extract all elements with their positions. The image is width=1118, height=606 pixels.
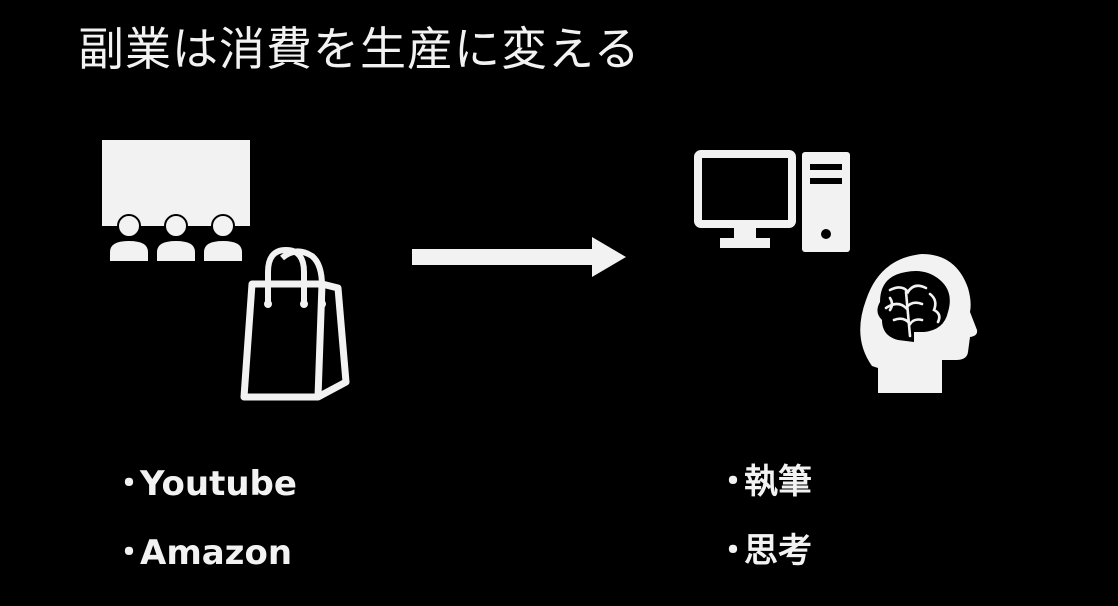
item-label-thinking: 思考 (744, 531, 812, 571)
item-label-youtube: Youtube (140, 464, 297, 504)
right-bullet-list: ・執筆 ・思考 (716, 462, 812, 600)
list-item: ・執筆 (716, 462, 812, 502)
right-arrow-icon (412, 237, 626, 277)
bullet-dot: ・ (716, 462, 750, 502)
bullet-dot: ・ (112, 533, 146, 573)
list-item: ・思考 (716, 531, 812, 571)
slide-title: 副業は消費を生産に変える (78, 22, 641, 76)
list-item: ・Amazon (112, 533, 297, 573)
item-label-writing: 執筆 (744, 462, 812, 502)
list-item: ・Youtube (112, 464, 297, 504)
brain-head-icon (860, 254, 978, 393)
shopping-bag-icon (240, 246, 350, 401)
left-bullet-list: ・Youtube ・Amazon (112, 464, 297, 602)
item-label-amazon: Amazon (140, 533, 293, 573)
movie-audience-icon (102, 140, 250, 263)
bullet-dot: ・ (112, 464, 146, 504)
bullet-dot: ・ (716, 531, 750, 571)
desktop-computer-icon (694, 150, 850, 252)
